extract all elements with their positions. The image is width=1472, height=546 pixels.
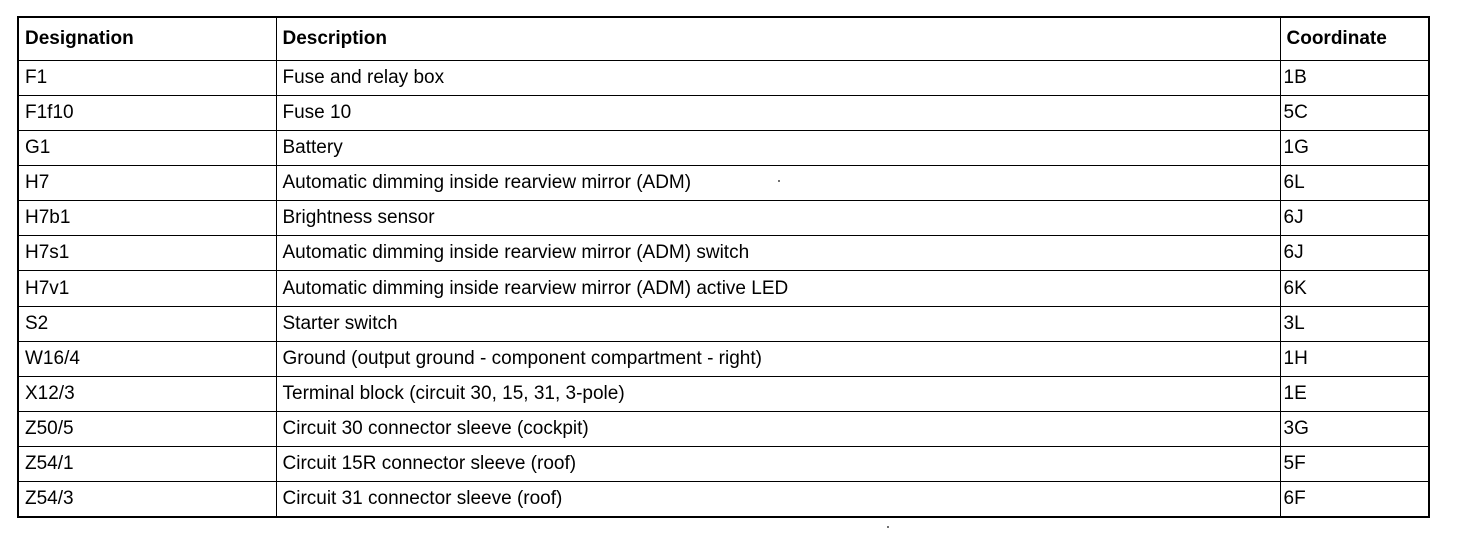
cell-description: Circuit 31 connector sleeve (roof): [275, 480, 1281, 516]
cell-description: Fuse 10: [275, 95, 1281, 132]
cell-coordinate: 6J: [1279, 200, 1428, 237]
cell-description: Starter switch: [275, 305, 1281, 342]
cell-description: Automatic dimming inside rearview mirror…: [275, 165, 1281, 202]
cell-designation: H7v1: [19, 270, 277, 307]
cell-designation: H7s1: [19, 235, 277, 272]
cell-coordinate: 3L: [1279, 305, 1428, 342]
cell-designation: G1: [19, 130, 277, 167]
cell-designation: W16/4: [19, 340, 277, 377]
cell-coordinate: 1E: [1279, 375, 1428, 412]
header-designation: Designation: [19, 18, 277, 61]
cell-coordinate: 5F: [1279, 445, 1428, 482]
cell-coordinate: 6F: [1279, 480, 1428, 516]
header-description: Description: [275, 18, 1281, 61]
cell-designation: Z54/3: [19, 480, 277, 516]
cell-description: Battery: [275, 130, 1281, 167]
cell-designation: Z54/1: [19, 445, 277, 482]
cell-coordinate: 5C: [1279, 95, 1428, 132]
cell-designation: X12/3: [19, 375, 277, 412]
table-header-row: Designation Description Coordinate: [19, 18, 1428, 61]
cell-designation: H7: [19, 165, 277, 202]
cell-description: Circuit 30 connector sleeve (cockpit): [275, 410, 1281, 447]
cell-designation: H7b1: [19, 200, 277, 237]
cell-designation: Z50/5: [19, 410, 277, 447]
scan-speck: [887, 526, 889, 528]
cell-coordinate: 1B: [1279, 59, 1428, 97]
header-coordinate: Coordinate: [1279, 18, 1428, 61]
cell-designation: F1: [19, 59, 277, 97]
cell-description: Fuse and relay box: [275, 59, 1281, 97]
cell-coordinate: 1G: [1279, 130, 1428, 167]
scan-speck: [778, 180, 780, 182]
cell-description: Circuit 15R connector sleeve (roof): [275, 445, 1281, 482]
cell-description: Terminal block (circuit 30, 15, 31, 3-po…: [275, 375, 1281, 412]
cell-coordinate: 1H: [1279, 340, 1428, 377]
cell-designation: S2: [19, 305, 277, 342]
cell-coordinate: 6L: [1279, 165, 1428, 202]
cell-description: Ground (output ground - component compar…: [275, 340, 1281, 377]
cell-coordinate: 6K: [1279, 270, 1428, 307]
cell-description: Automatic dimming inside rearview mirror…: [275, 235, 1281, 272]
cell-description: Automatic dimming inside rearview mirror…: [275, 270, 1281, 307]
cell-coordinate: 6J: [1279, 235, 1428, 272]
cell-designation: F1f10: [19, 95, 277, 132]
cell-description: Brightness sensor: [275, 200, 1281, 237]
cell-coordinate: 3G: [1279, 410, 1428, 447]
